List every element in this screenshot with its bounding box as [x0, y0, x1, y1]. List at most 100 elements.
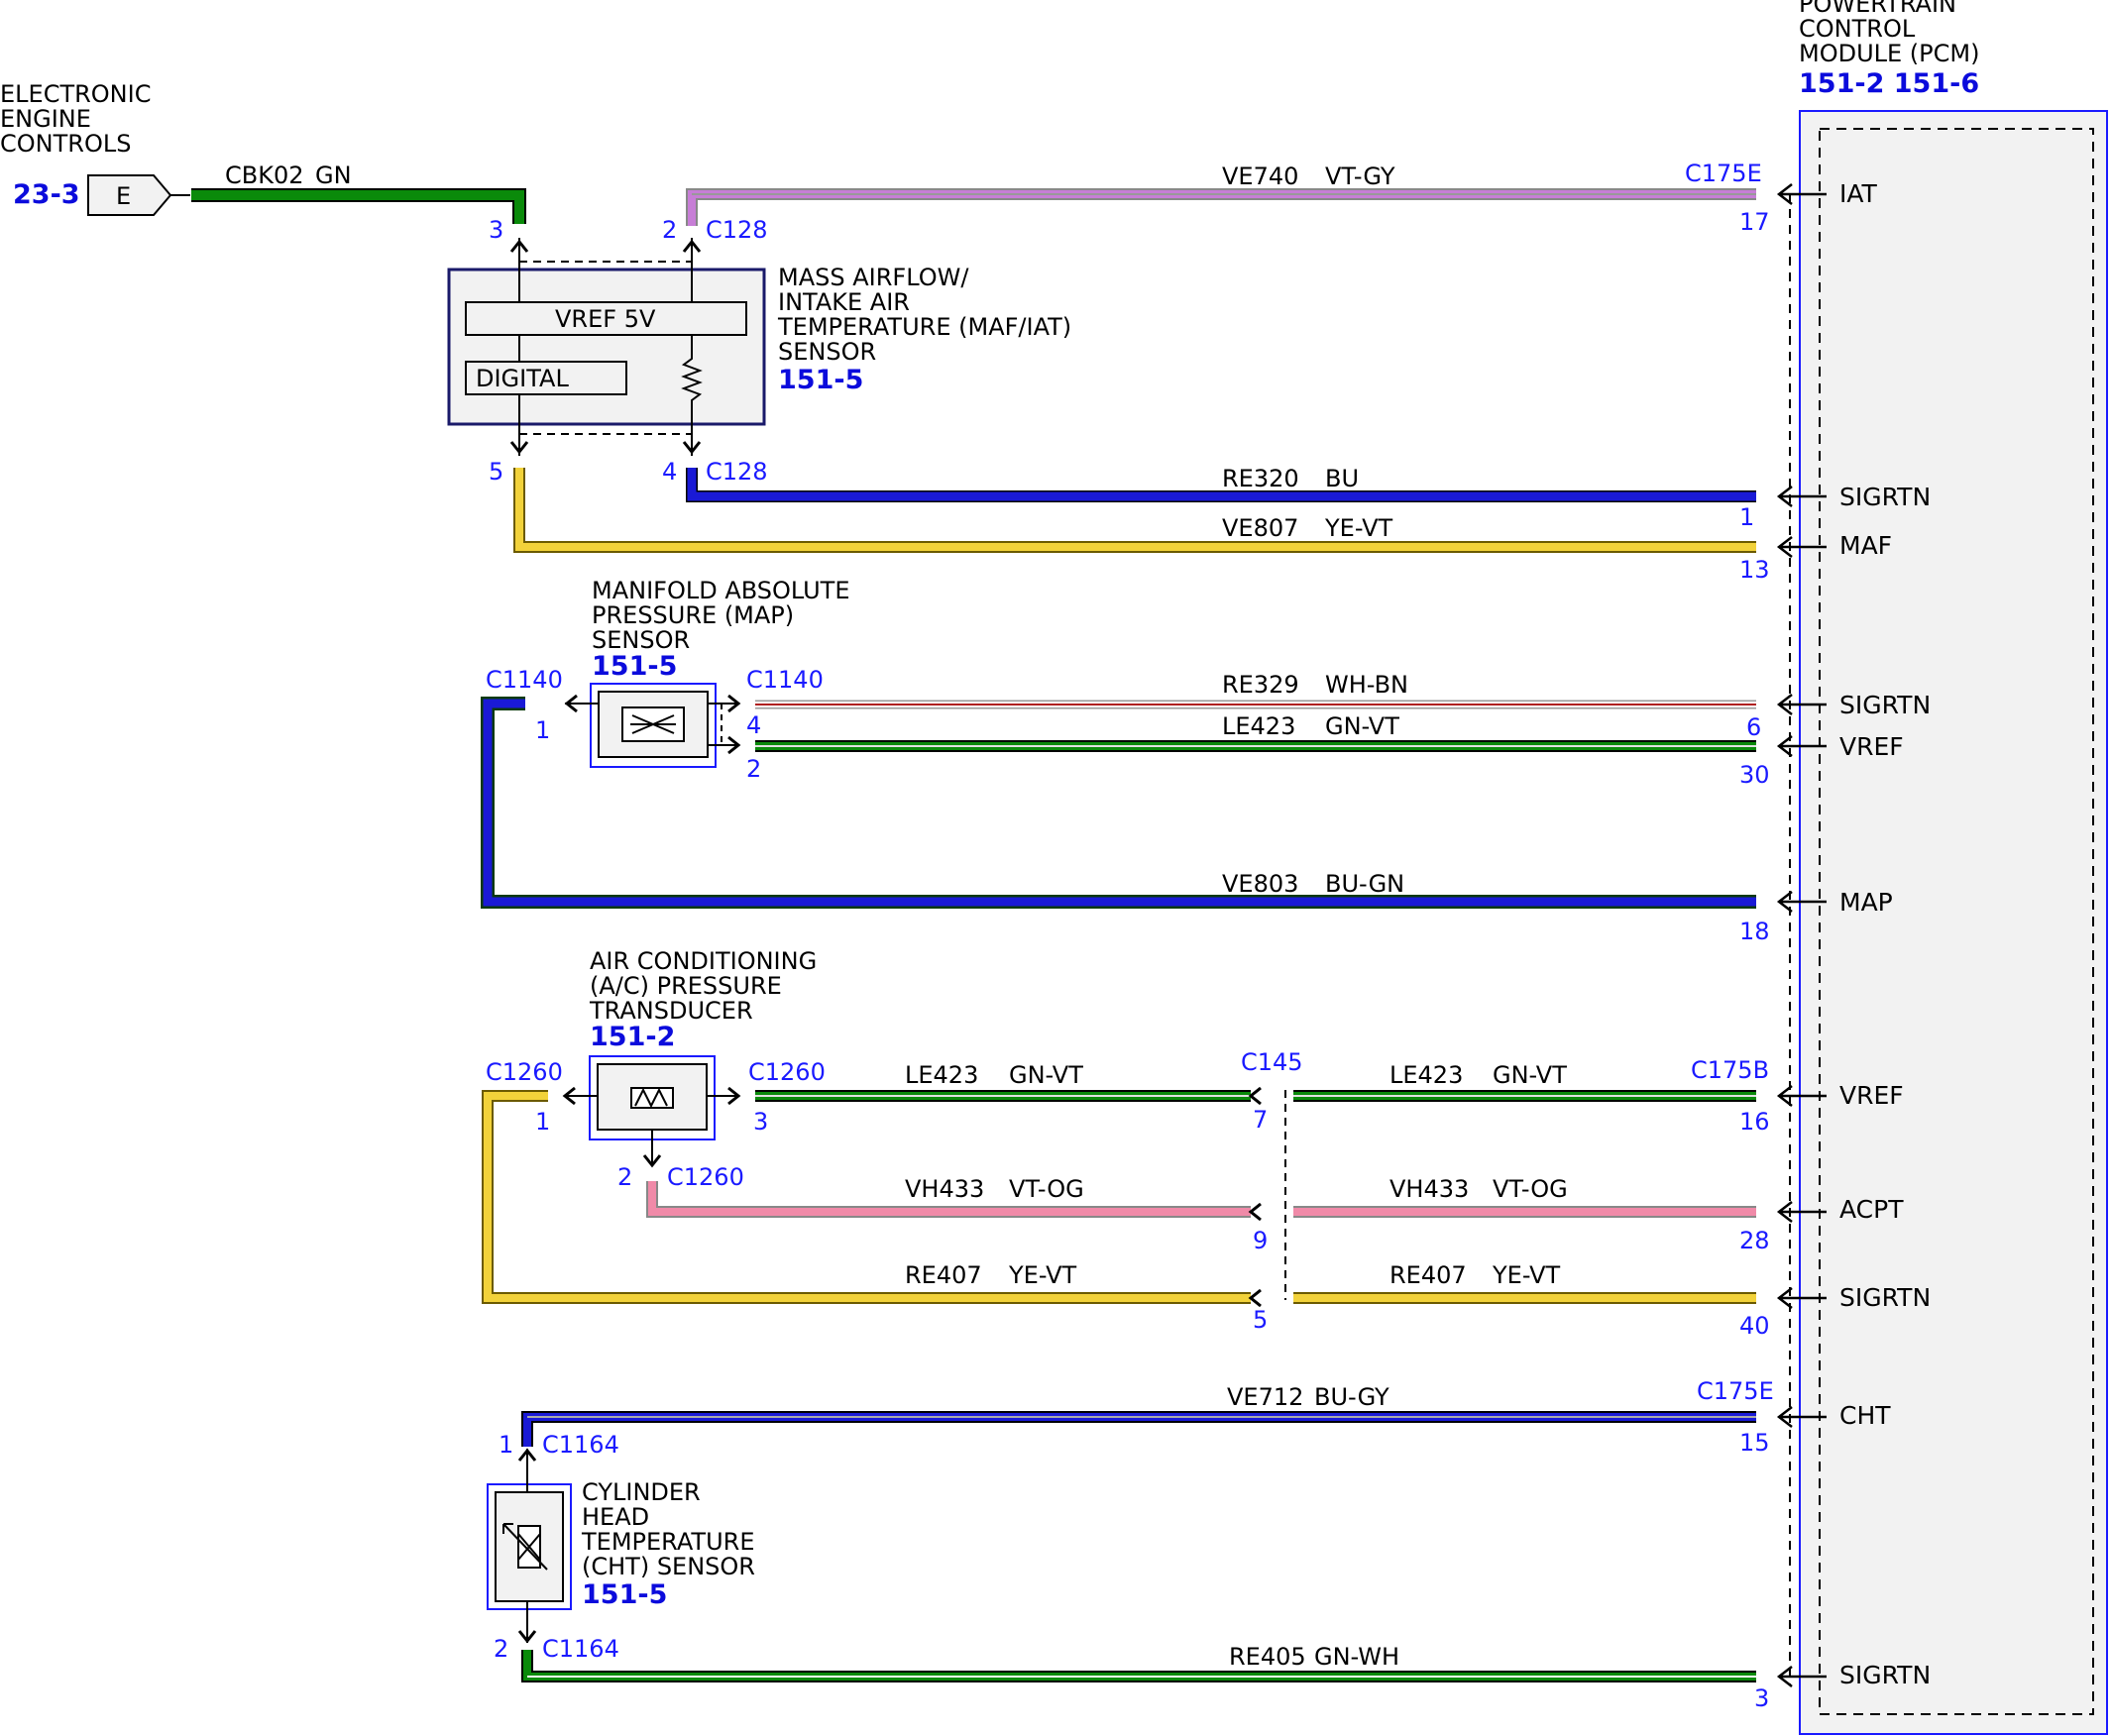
wire-re407-right-circuit: RE407	[1389, 1261, 1467, 1289]
wire-re329-color: WH-BN	[1325, 671, 1408, 699]
conn-c1140-left: C1140	[486, 666, 563, 694]
eec-ref-link[interactable]: 23-3	[13, 179, 80, 210]
maf-iat-sensor: VREF 5V DIGITAL MASS AIRFLOW/ INTAKE AIR…	[447, 238, 1071, 456]
wire-re407-right-color: YE-VT	[1492, 1261, 1560, 1289]
pin-ac-3: 3	[753, 1108, 768, 1136]
eec-pin-flag	[87, 174, 172, 216]
conn-c128-top: C128	[706, 216, 768, 244]
wire-cbk02	[191, 190, 524, 224]
wire-ve807-color: YE-VT	[1324, 514, 1392, 542]
wire-vh433-left-circuit: VH433	[905, 1175, 984, 1203]
pin-pcm-16: 16	[1739, 1108, 1770, 1136]
eec-title-1: ELECTRONIC	[0, 80, 151, 108]
pin-cht-2: 2	[494, 1635, 508, 1663]
wire-re320	[687, 468, 1756, 501]
wire-le423-ac-right-circuit: LE423	[1389, 1061, 1463, 1089]
wire-ve803	[483, 699, 1756, 907]
wire-re329-circuit: RE329	[1222, 671, 1299, 699]
pin-maf-3: 3	[489, 216, 503, 244]
pcm-signal-maf: MAF	[1839, 531, 1892, 560]
ac-pressure-transducer: AIR CONDITIONING (A/C) PRESSURE TRANSDUC…	[562, 947, 817, 1168]
conn-c145: C145	[1241, 1048, 1303, 1076]
maf-title-3: TEMPERATURE (MAF/IAT)	[777, 313, 1071, 341]
pin-map-1: 1	[535, 716, 550, 744]
pin-pcm-28: 28	[1739, 1227, 1770, 1254]
wire-re407-left-circuit: RE407	[905, 1261, 982, 1289]
maf-title-4: SENSOR	[778, 338, 876, 366]
pcm-ref-link[interactable]: 151-2 151-6	[1799, 68, 1979, 99]
pin-pcm-15: 15	[1739, 1429, 1770, 1457]
wire-cbk02-circuit: CBK02	[225, 162, 304, 189]
wire-ve712-color: BU-GY	[1314, 1383, 1389, 1411]
c145-connector	[1248, 1086, 1286, 1308]
pcm-title-1: POWERTRAIN	[1799, 0, 1956, 18]
map-ref-link[interactable]: 151-5	[592, 651, 677, 682]
map-title-3: SENSOR	[592, 626, 690, 654]
conn-c175e-top: C175E	[1685, 160, 1762, 187]
conn-c175b: C175B	[1691, 1056, 1769, 1084]
pin-map-2: 2	[746, 755, 761, 783]
wire-le423-ac-left-circuit: LE423	[905, 1061, 978, 1089]
conn-c1260-right: C1260	[748, 1058, 826, 1086]
conn-c128-bottom: C128	[706, 458, 768, 486]
ac-transducer-icon	[634, 1087, 668, 1109]
conn-c1260-left: C1260	[486, 1058, 563, 1086]
wire-vh433-left	[648, 1181, 1251, 1216]
pcm-module: POWERTRAIN CONTROL MODULE (PCM) 151-2 15…	[1789, 0, 2108, 1735]
conn-c1164-bottom: C1164	[542, 1635, 619, 1663]
maf-digital-label: DIGITAL	[476, 365, 569, 392]
wire-ve740-color: VT-GY	[1325, 163, 1395, 190]
wire-ve807-circuit: VE807	[1222, 514, 1298, 542]
maf-title-1: MASS AIRFLOW/	[778, 264, 969, 291]
cht-thermistor-icon	[517, 1533, 541, 1561]
pcm-signal-vref-1: VREF	[1839, 732, 1904, 761]
pcm-signal-cht: CHT	[1839, 1401, 1891, 1430]
wire-ve712-circuit: VE712	[1227, 1383, 1303, 1411]
pin-pcm-30: 30	[1739, 761, 1770, 789]
pcm-signal-vref-2: VREF	[1839, 1081, 1904, 1110]
ac-ref-link[interactable]: 151-2	[590, 1022, 675, 1052]
pcm-signal-map: MAP	[1839, 888, 1893, 917]
pcm-signal-iat: IAT	[1839, 179, 1878, 208]
wire-re407-left-color: YE-VT	[1008, 1261, 1076, 1289]
maf-ref-link[interactable]: 151-5	[778, 365, 863, 395]
cht-title-3: TEMPERATURE	[581, 1528, 755, 1556]
eec-pin-letter: E	[116, 182, 131, 210]
wire-re405-circuit: RE405	[1229, 1643, 1306, 1671]
eec-title-2: ENGINE	[0, 105, 91, 133]
conn-c175e-bottom: C175E	[1697, 1377, 1774, 1405]
pcm-title-3: MODULE (PCM)	[1799, 40, 1979, 67]
pin-ac-1: 1	[535, 1108, 550, 1136]
pcm-signal-sigrtn-4: SIGRTN	[1839, 1661, 1931, 1689]
conn-c1164-top: C1164	[542, 1431, 619, 1459]
pcm-signal-sigrtn-2: SIGRTN	[1839, 691, 1931, 719]
pin-pcm-3: 3	[1754, 1684, 1769, 1712]
pin-c145-9: 9	[1253, 1227, 1268, 1254]
maf-vref-label: VREF 5V	[555, 305, 656, 333]
ac-title-2: (A/C) PRESSURE	[590, 972, 782, 1000]
pcm-signal-sigrtn-3: SIGRTN	[1839, 1283, 1931, 1312]
cht-ref-link[interactable]: 151-5	[582, 1579, 667, 1610]
conn-c1140-right: C1140	[746, 666, 824, 694]
map-title-2: PRESSURE (MAP)	[592, 601, 794, 629]
pin-c145-7: 7	[1253, 1106, 1268, 1134]
pin-cht-1: 1	[499, 1431, 513, 1459]
eec-title-3: CONTROLS	[0, 130, 131, 158]
cht-title-1: CYLINDER	[582, 1478, 701, 1506]
wire-ve803-circuit: VE803	[1222, 870, 1298, 898]
pin-pcm-1: 1	[1739, 503, 1754, 531]
wire-cbk02-color: GN	[315, 162, 352, 189]
pin-pcm-40: 40	[1739, 1312, 1770, 1340]
map-title-1: MANIFOLD ABSOLUTE	[592, 577, 849, 604]
wire-le423-ac-right-color: GN-VT	[1493, 1061, 1567, 1089]
maf-resistor-icon	[681, 335, 703, 424]
map-sensor: MANIFOLD ABSOLUTE PRESSURE (MAP) SENSOR …	[564, 577, 849, 768]
pcm-pin-arrows	[1776, 183, 1827, 1687]
wire-re320-circuit: RE320	[1222, 465, 1299, 492]
wire-ve740-circuit: VE740	[1222, 163, 1298, 190]
pin-maf-2: 2	[662, 216, 677, 244]
cht-sensor: CYLINDER HEAD TEMPERATURE (CHT) SENSOR 1…	[487, 1448, 755, 1644]
cht-title-4: (CHT) SENSOR	[582, 1553, 755, 1580]
map-sensor-icon	[630, 714, 676, 734]
